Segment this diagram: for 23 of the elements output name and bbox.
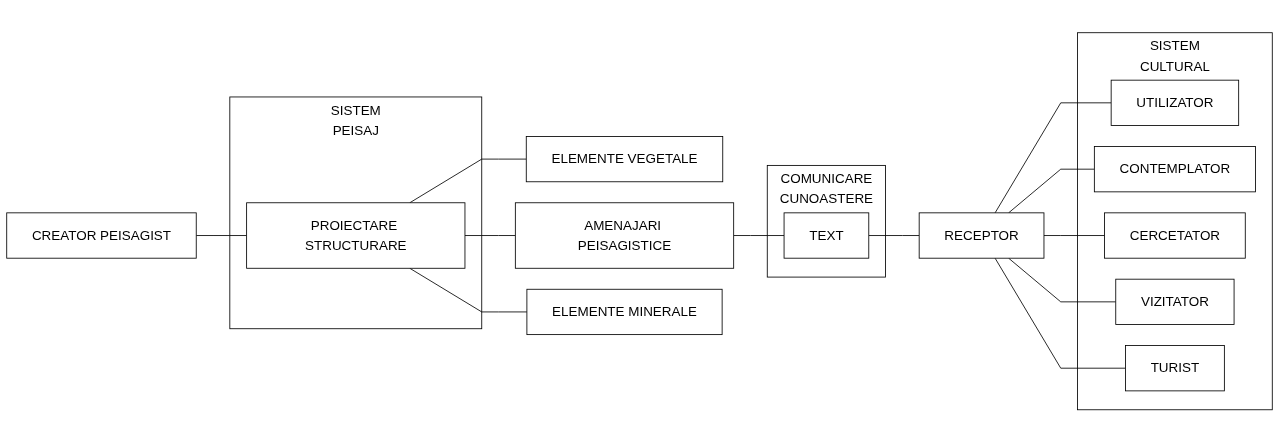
node-box: TEXT [783,212,870,259]
connector [733,235,785,237]
node-box: ELEMENTE VEGETALE [525,136,724,183]
connector [868,235,920,237]
connector [994,258,1126,369]
node-box: AMENAJARI PEISAGISTICE [514,202,735,269]
node-box: VIZITATOR [1115,279,1235,326]
connector [994,102,1112,214]
node-box: CONTEMPLATOR [1093,146,1256,193]
connector [409,268,528,313]
node-box: UTILIZATOR [1110,80,1240,127]
connector [1008,258,1117,303]
node-box: PROIECTARE STRUCTURARE [246,202,466,269]
node-box: CREATOR PEISAGIST [6,212,197,259]
node-box: TURIST [1125,345,1225,392]
connector [195,235,248,237]
connector [464,235,516,237]
connector [409,158,527,204]
connector [1008,169,1095,214]
node-box: ELEMENTE MINERALE [526,289,723,336]
connector [1043,235,1105,237]
node-box: RECEPTOR [918,212,1045,259]
node-box: CERCETATOR [1104,212,1246,259]
